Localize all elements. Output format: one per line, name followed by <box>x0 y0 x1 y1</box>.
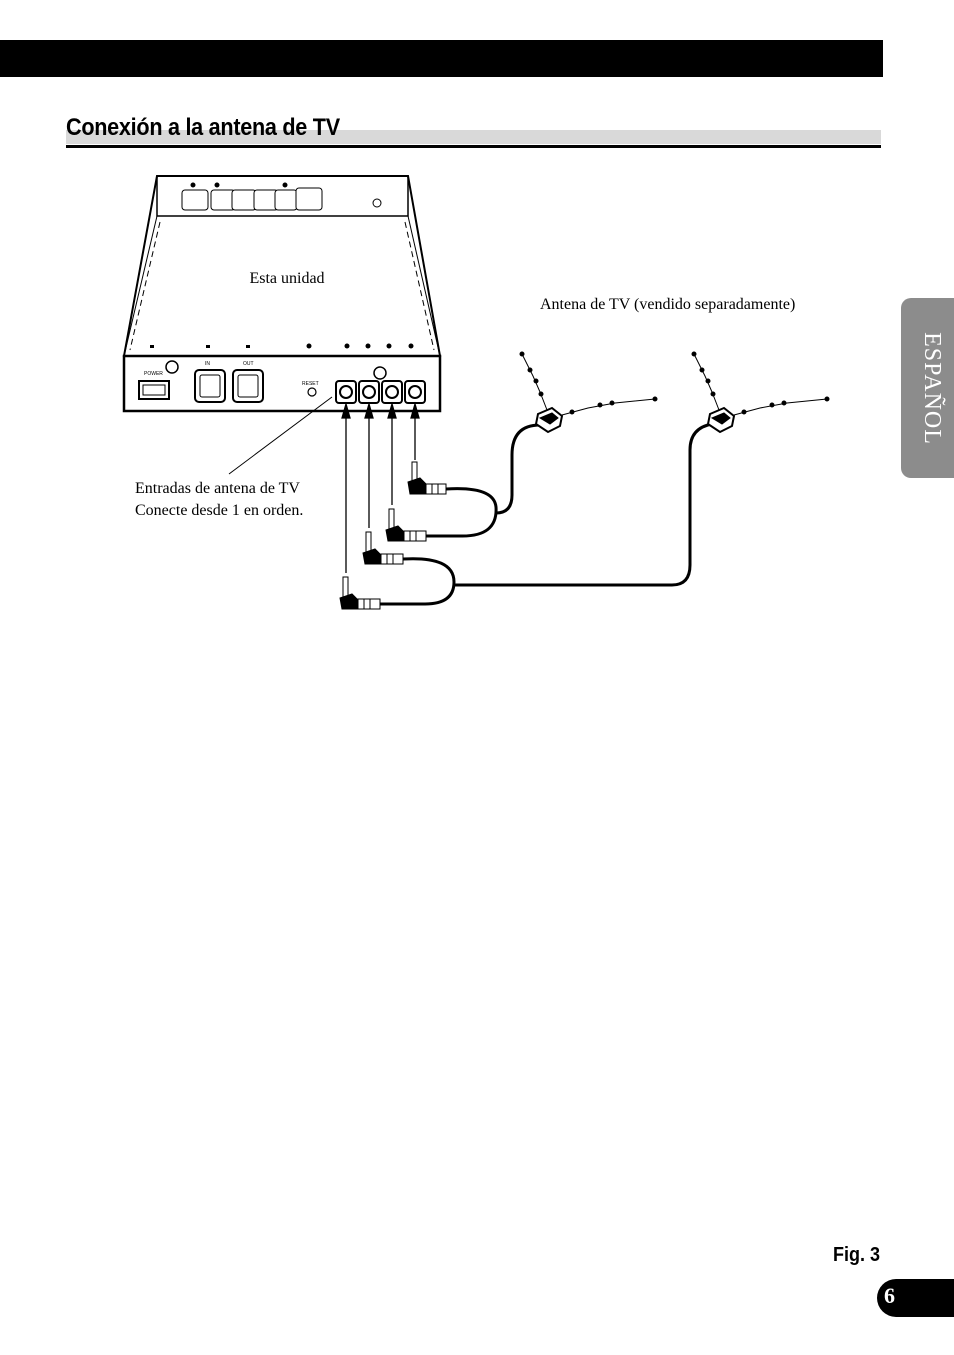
tv-antenna-1 <box>519 351 658 434</box>
figure-label: Fig. 3 <box>833 1244 881 1266</box>
pointer-line <box>228 396 333 475</box>
tv-antenna-2 <box>691 351 830 434</box>
antenna-inputs-label: Entradas de antena de TV Conecte desde 1… <box>135 478 303 522</box>
connection-arrows <box>341 401 420 573</box>
in-label: IN <box>205 361 210 367</box>
antenna-label: Antena de TV (vendido separadamente) <box>540 296 796 313</box>
antenna-inputs-line2: Conecte desde 1 en orden. <box>135 502 304 519</box>
title-shade <box>66 130 881 144</box>
page-number: 6 <box>884 1283 895 1308</box>
language-tab: ESPAÑOL <box>901 298 954 478</box>
out-label: OUT <box>243 361 254 367</box>
tv-tuner-unit <box>122 175 442 413</box>
page-number-tab <box>877 1279 954 1317</box>
reset-label: RESET <box>302 381 319 387</box>
section-title: Conexión a la antena de TV <box>66 114 340 141</box>
header-bar <box>0 40 883 77</box>
unit-label: Esta unidad <box>224 265 350 292</box>
antenna-cables <box>380 422 713 606</box>
antenna-inputs-line1: Entradas de antena de TV <box>135 480 300 497</box>
power-label: POWER <box>144 371 163 377</box>
title-rule <box>66 145 881 148</box>
